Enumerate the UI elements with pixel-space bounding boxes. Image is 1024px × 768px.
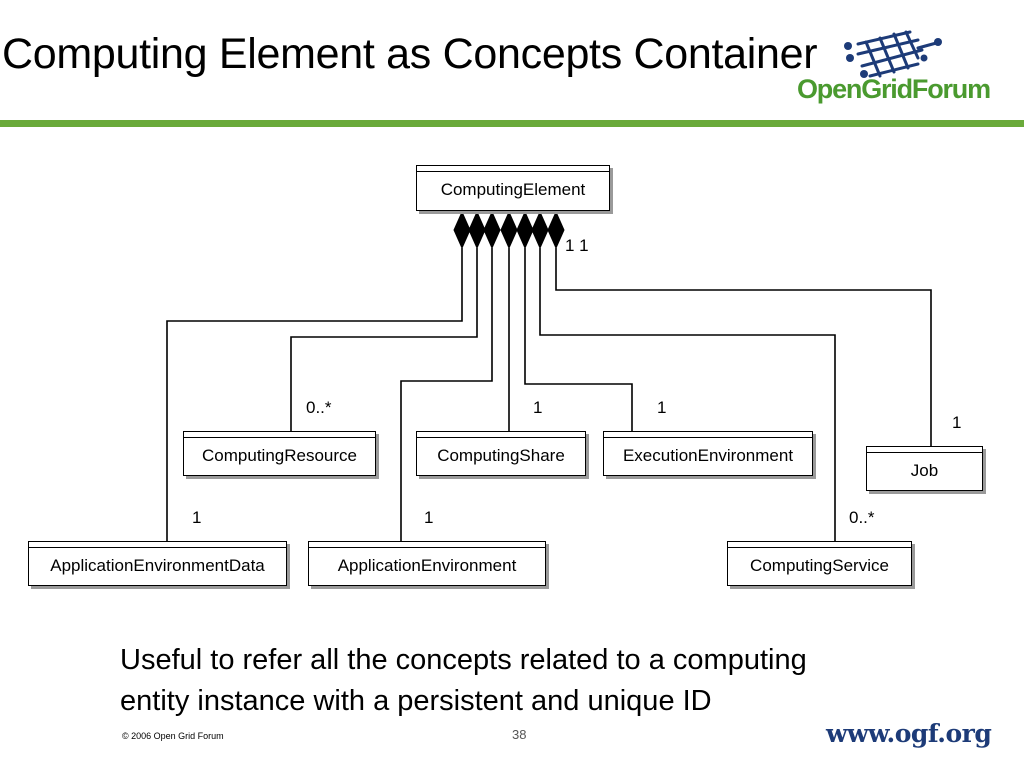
class-application-environment-data: ApplicationEnvironmentData: [28, 541, 287, 586]
class-compartment: [184, 432, 375, 438]
ogf-logo-icon: [844, 30, 942, 78]
multiplicity-label: 0..*: [306, 398, 332, 417]
class-name: ComputingElement: [440, 180, 586, 199]
edge-computing-service: [539, 248, 836, 541]
class-compartment: [29, 542, 286, 548]
class-compartment: [417, 432, 585, 438]
multiplicity-label: 0..*: [849, 508, 875, 527]
class-name: ComputingResource: [202, 445, 357, 465]
composition-diamond: [500, 210, 518, 250]
edge-computing-resource: [290, 248, 478, 431]
class-execution-environment: ExecutionEnvironment: [603, 431, 813, 476]
edge-application-environment: [400, 248, 493, 541]
composition-diamond: [453, 210, 471, 250]
class-name: Job: [910, 460, 939, 480]
multiplicity-label: 1 1: [565, 236, 589, 255]
uml-class-diagram: ComputingElement 1 1 ComputingResource 0…: [0, 150, 1024, 620]
class-compartment: [604, 432, 812, 438]
edge-application-environment-data: [166, 248, 463, 541]
class-application-environment: ApplicationEnvironment: [308, 541, 546, 586]
multiplicity-label: 1: [424, 508, 434, 527]
class-compartment: [867, 447, 982, 453]
note-line: Useful to refer all the concepts related…: [120, 644, 807, 676]
class-name: ComputingShare: [437, 445, 565, 465]
association-lines: [166, 210, 932, 541]
note-line: entity instance with a persistent and un…: [120, 685, 712, 717]
header-divider: [0, 120, 1024, 127]
class-name: ApplicationEnvironment: [337, 555, 517, 575]
footer-website: www.ogf.org: [826, 719, 992, 748]
composition-diamond: [483, 210, 501, 250]
multiplicity-label: 1: [192, 508, 202, 527]
class-computing-service: ComputingService: [727, 541, 912, 586]
multiplicity-label: 1: [952, 413, 962, 432]
multiplicity-label: 1: [657, 398, 667, 417]
footer-copyright: © 2006 Open Grid Forum: [122, 731, 224, 741]
page-number: 38: [512, 727, 527, 742]
class-name: ComputingService: [750, 555, 889, 575]
edge-execution-environment: [524, 248, 633, 431]
class-computing-share: ComputingShare: [416, 431, 586, 476]
class-name: ExecutionEnvironment: [622, 445, 794, 465]
class-compartment: [728, 542, 911, 548]
composition-diamond: [468, 210, 486, 250]
class-name: ApplicationEnvironmentData: [50, 555, 265, 575]
composition-diamond: [531, 210, 549, 250]
ogf-logo-text: OpenGridForum: [797, 74, 991, 104]
class-compartment: [309, 542, 545, 548]
class-compartment: [417, 166, 609, 172]
composition-diamond: [547, 210, 565, 250]
edge-job: [555, 248, 932, 446]
class-computing-element: ComputingElement: [416, 165, 610, 211]
slide-title: Computing Element as Concepts Container: [2, 30, 818, 78]
composition-diamond: [516, 210, 534, 250]
multiplicity-label: 1: [533, 398, 543, 417]
class-computing-resource: ComputingResource: [183, 431, 376, 476]
slide-note: Useful to refer all the concepts related…: [120, 640, 940, 722]
class-job: Job: [866, 446, 983, 491]
